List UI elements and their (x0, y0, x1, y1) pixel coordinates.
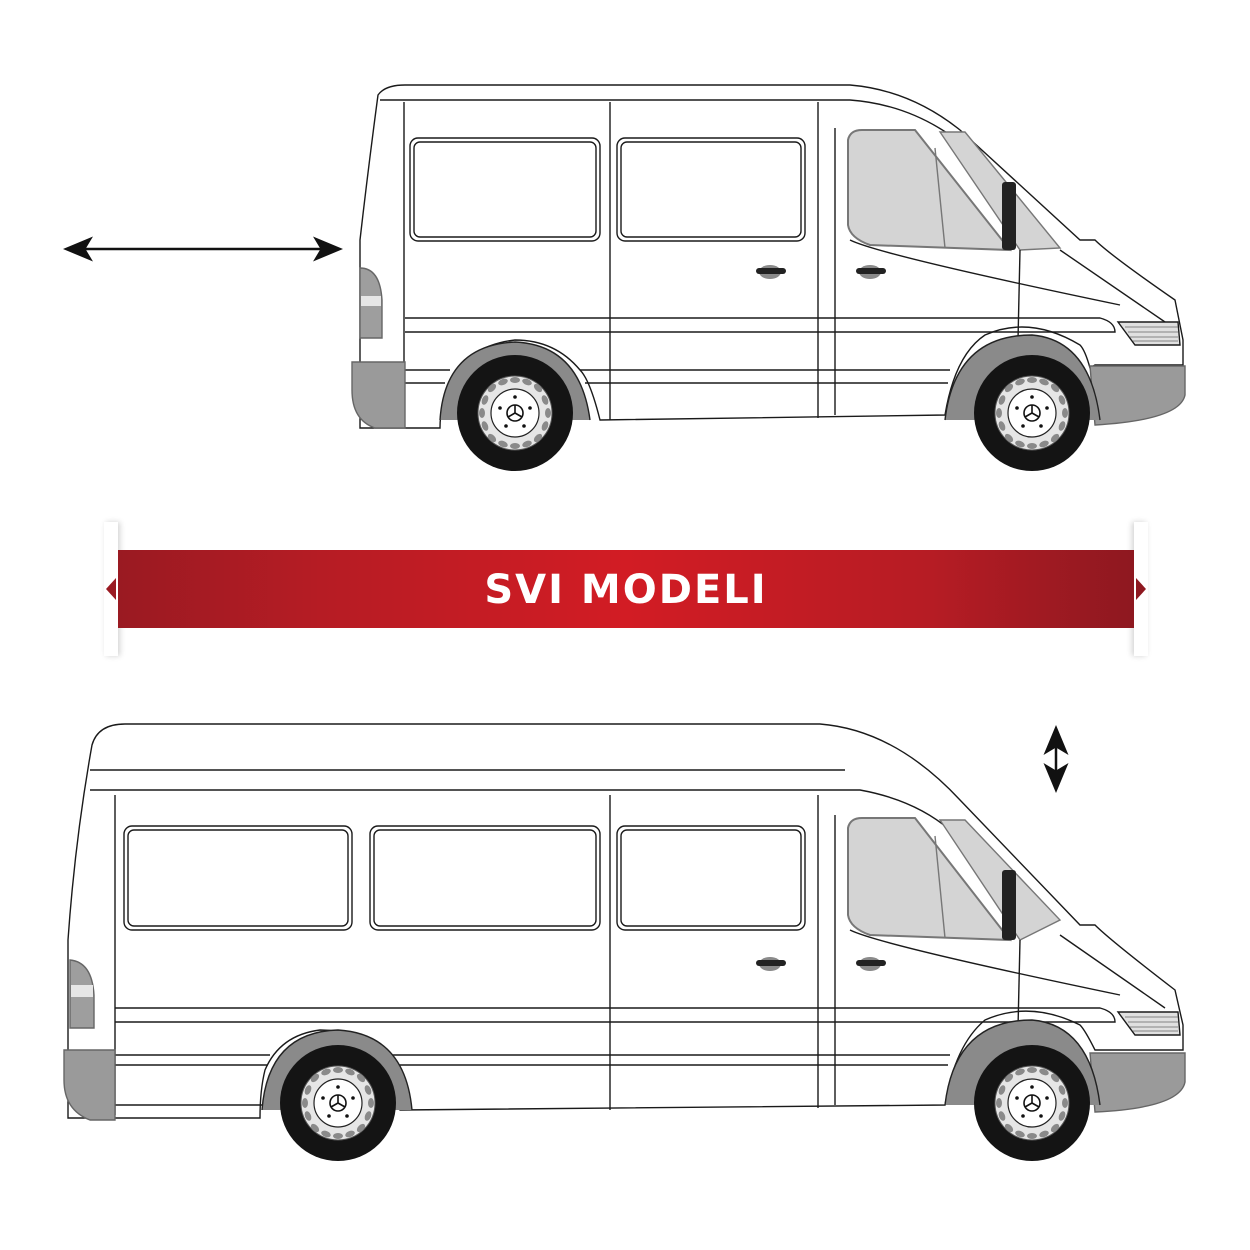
ribbon-right-notch (1136, 578, 1146, 600)
banner-title: SVI MODELI (484, 567, 768, 613)
banner-ribbon (118, 550, 1134, 628)
ribbon-left-notch (106, 578, 116, 600)
models-banner: SVI MODELI (104, 522, 1148, 656)
